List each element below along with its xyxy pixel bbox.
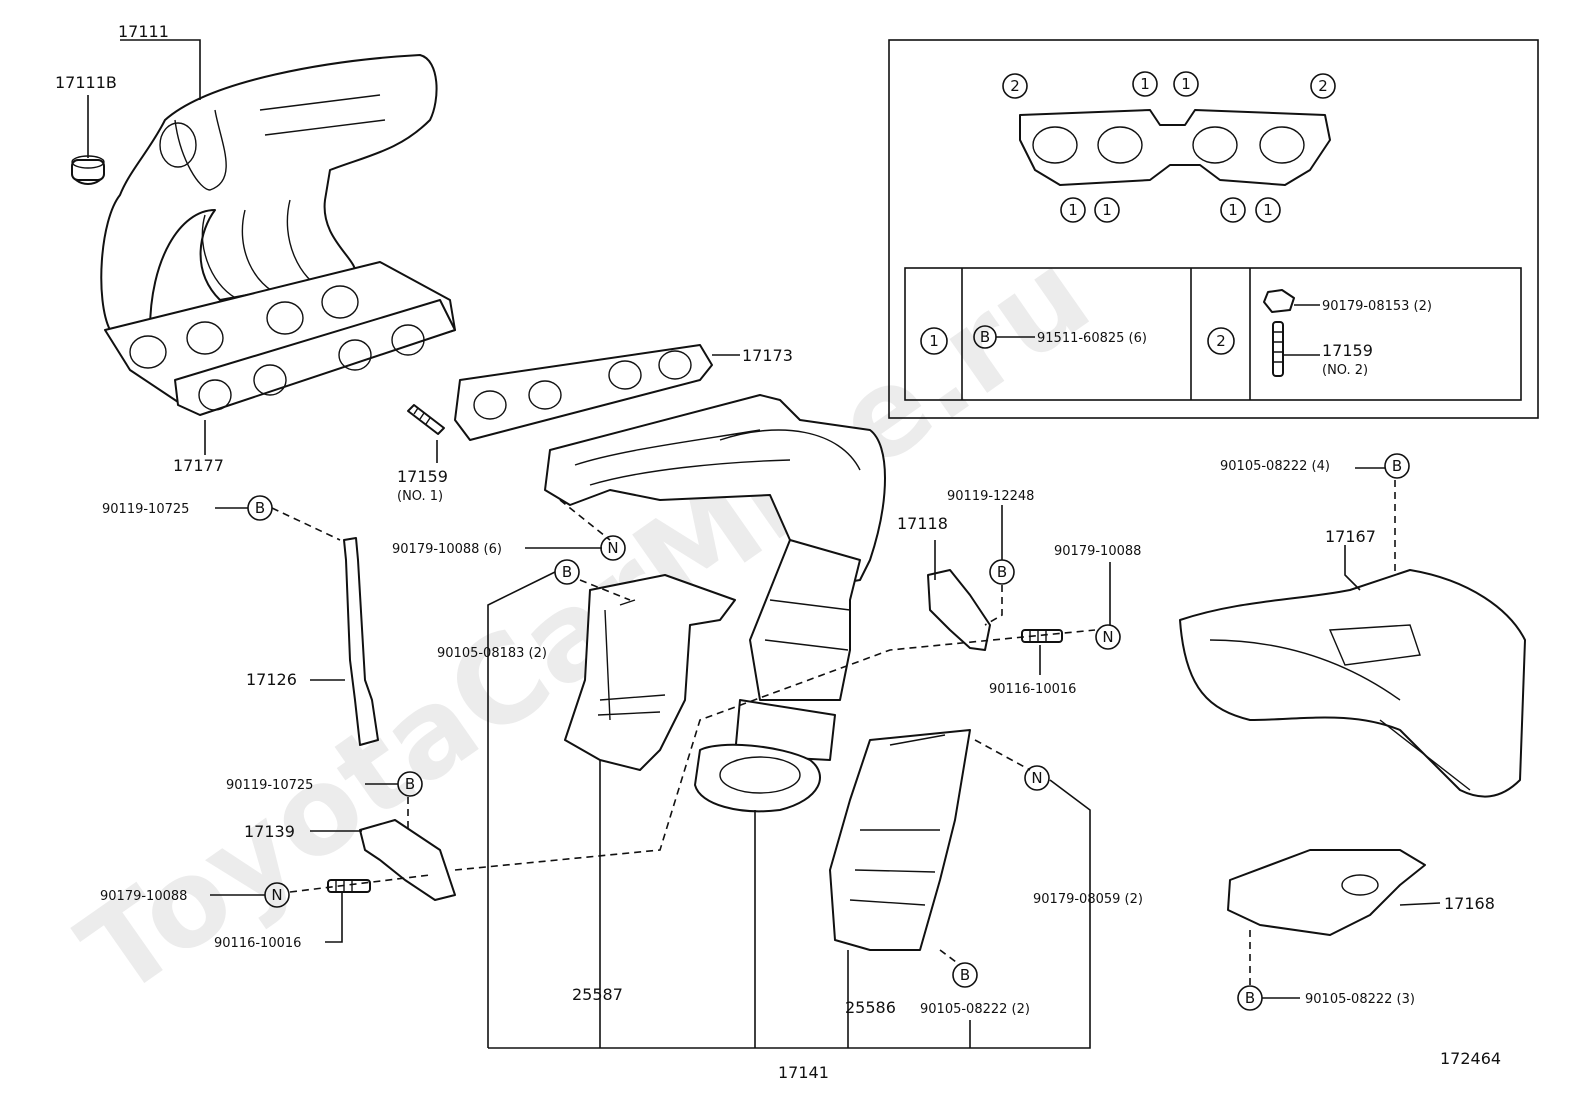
inset-marker-1: 1 bbox=[1060, 197, 1086, 223]
heat-insulator-25587-drawing bbox=[564, 574, 736, 771]
label-90105-08222-3: 90105-08222 (3) bbox=[1305, 992, 1415, 1007]
marker-b: B bbox=[1237, 985, 1263, 1011]
label-17159-no1: 17159 bbox=[397, 467, 448, 486]
label-17118: 17118 bbox=[897, 514, 948, 533]
svg-text:N: N bbox=[1102, 628, 1113, 646]
marker-b: B bbox=[397, 771, 423, 797]
intake-gasket-drawing bbox=[104, 261, 456, 416]
inset-marker-1: 1 bbox=[1094, 197, 1120, 223]
label-90179-08059-2: 90179-08059 (2) bbox=[1033, 892, 1143, 907]
marker-b: B bbox=[952, 962, 978, 988]
label-25587: 25587 bbox=[572, 985, 623, 1004]
bracket-17139-drawing bbox=[359, 819, 456, 901]
svg-text:B: B bbox=[1392, 457, 1402, 475]
svg-text:1: 1 bbox=[929, 332, 939, 350]
stud-right-drawing bbox=[1021, 629, 1063, 643]
label-17167: 17167 bbox=[1325, 527, 1376, 546]
oil-cap-drawing bbox=[71, 155, 105, 185]
table-part-91511-60825: 91511-60825 (6) bbox=[1037, 331, 1147, 346]
marker-b: B bbox=[989, 559, 1015, 585]
svg-text:1: 1 bbox=[1263, 201, 1273, 219]
marker-n: N bbox=[600, 535, 626, 561]
label-90105-08222-4: 90105-08222 (4) bbox=[1220, 459, 1330, 474]
stud-no1-drawing bbox=[407, 404, 445, 435]
svg-text:B: B bbox=[960, 966, 970, 984]
inset-marker-1: 1 bbox=[1255, 197, 1281, 223]
table-part-17159-no2: 17159 bbox=[1322, 341, 1373, 360]
label-17159-no1-note: (NO. 1) bbox=[397, 489, 443, 504]
label-17139: 17139 bbox=[244, 822, 295, 841]
label-90179-10088-left: 90179-10088 bbox=[100, 889, 187, 904]
label-90119-10725-top: 90119-10725 bbox=[102, 502, 189, 517]
marker-b: B bbox=[1384, 453, 1410, 479]
svg-text:B: B bbox=[405, 775, 415, 793]
label-90116-10016-left: 90116-10016 bbox=[214, 936, 301, 951]
label-90179-10088-6: 90179-10088 (6) bbox=[392, 542, 502, 557]
inset-marker-1: 1 bbox=[1132, 71, 1158, 97]
part-labels: 17111 17111B 17177 17173 17159 (NO. 1) 9… bbox=[55, 22, 1501, 1082]
label-90119-12248: 90119-12248 bbox=[947, 489, 1034, 504]
label-90119-10725-bottom: 90119-10725 bbox=[226, 778, 313, 793]
label-90179-10088-right: 90179-10088 bbox=[1054, 544, 1141, 559]
marker-n: N bbox=[1024, 765, 1050, 791]
svg-text:1: 1 bbox=[1068, 201, 1078, 219]
label-17126: 17126 bbox=[246, 670, 297, 689]
table-ref-1: 1 bbox=[920, 327, 948, 355]
svg-text:1: 1 bbox=[1140, 75, 1150, 93]
label-17168: 17168 bbox=[1444, 894, 1495, 913]
heat-insulator-25586-drawing bbox=[829, 729, 971, 951]
stay-17126-drawing bbox=[343, 537, 379, 746]
svg-text:B: B bbox=[562, 563, 572, 581]
svg-text:1: 1 bbox=[1181, 75, 1191, 93]
marker-n: N bbox=[264, 882, 290, 908]
marker-n: N bbox=[1095, 624, 1121, 650]
label-25586: 25586 bbox=[845, 998, 896, 1017]
diagram-id: 172464 bbox=[1440, 1049, 1501, 1068]
label-17111B: 17111B bbox=[55, 73, 117, 92]
label-17173: 17173 bbox=[742, 346, 793, 365]
table-part-90179-08153: 90179-08153 (2) bbox=[1322, 299, 1432, 314]
svg-text:1: 1 bbox=[1228, 201, 1238, 219]
label-90105-08183-2: 90105-08183 (2) bbox=[437, 646, 547, 661]
inset-marker-1: 1 bbox=[1173, 71, 1199, 97]
label-17111: 17111 bbox=[118, 22, 169, 41]
label-17141: 17141 bbox=[778, 1063, 829, 1082]
table-part-17159-no2-note: (NO. 2) bbox=[1322, 363, 1368, 378]
label-90105-08222-2: 90105-08222 (2) bbox=[920, 1002, 1030, 1017]
stud-icon bbox=[1272, 321, 1284, 377]
svg-text:1: 1 bbox=[1102, 201, 1112, 219]
nut-icon bbox=[1263, 289, 1295, 313]
svg-text:2: 2 bbox=[1010, 77, 1020, 95]
heat-insulator-17168-drawing bbox=[1227, 849, 1426, 936]
svg-text:N: N bbox=[271, 886, 282, 904]
label-17177: 17177 bbox=[173, 456, 224, 475]
leader-lines bbox=[87, 39, 1441, 1049]
svg-text:2: 2 bbox=[1216, 332, 1226, 350]
bracket-17118-drawing bbox=[927, 569, 991, 651]
svg-text:N: N bbox=[1031, 769, 1042, 787]
exhaust-manifold-drawing bbox=[544, 394, 886, 813]
exhaust-gasket-drawing bbox=[454, 344, 713, 441]
inset-marker-2: 2 bbox=[1310, 73, 1336, 99]
dashed-lines bbox=[271, 480, 1396, 985]
svg-text:B: B bbox=[980, 328, 990, 346]
marker-b: B bbox=[554, 559, 580, 585]
marker-b: B bbox=[247, 495, 273, 521]
svg-text:2: 2 bbox=[1318, 77, 1328, 95]
table-ref-2: 2 bbox=[1207, 327, 1235, 355]
inset-marker-1: 1 bbox=[1220, 197, 1246, 223]
svg-text:B: B bbox=[1245, 989, 1255, 1007]
inset-marker-2: 2 bbox=[1002, 73, 1028, 99]
svg-text:N: N bbox=[607, 539, 618, 557]
stud-left-drawing bbox=[327, 879, 371, 893]
label-90116-10016-right: 90116-10016 bbox=[989, 682, 1076, 697]
svg-text:B: B bbox=[997, 563, 1007, 581]
heat-insulator-17167-drawing bbox=[1179, 569, 1526, 798]
svg-text:B: B bbox=[255, 499, 265, 517]
inset-panel: 2 1 1 2 1 1 1 1 1 B 91511-60825 (6) 2 90… bbox=[888, 39, 1539, 419]
